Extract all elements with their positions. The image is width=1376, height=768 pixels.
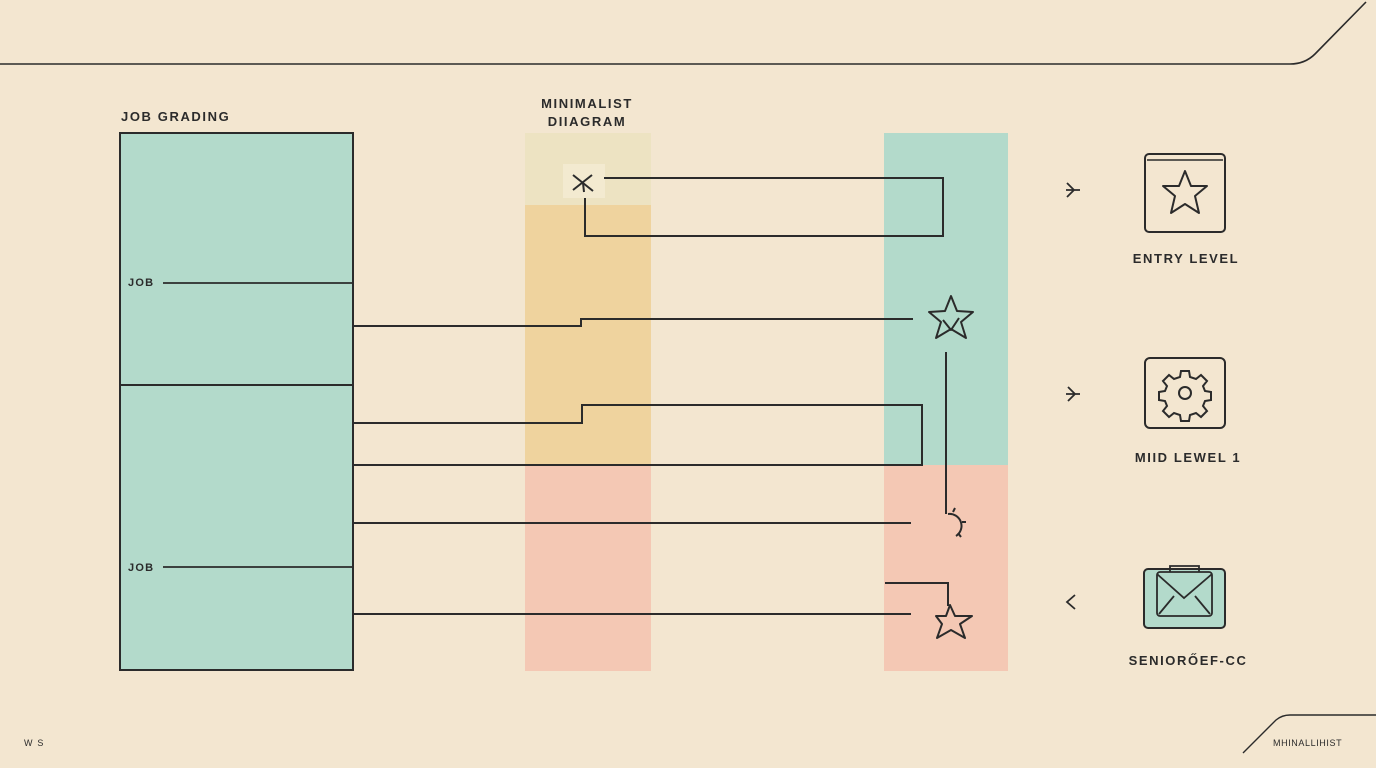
mid-level-icon-box xyxy=(1144,357,1226,429)
connectors xyxy=(353,177,949,615)
job-row-label-1: JOB xyxy=(128,277,155,289)
cross-icon xyxy=(572,174,594,193)
bottom-frame-line xyxy=(1242,714,1376,754)
middle-column-band xyxy=(525,205,651,465)
connector-top-loop xyxy=(584,177,944,237)
connector-1 xyxy=(353,318,913,327)
star-icon xyxy=(928,295,974,339)
job-row-label-2: JOB xyxy=(128,562,155,574)
senior-level-icon-box xyxy=(1143,565,1226,629)
senior-level-label: SENIORŐEF-CC xyxy=(1128,653,1248,668)
footer-right-mark: MHINALLIHIST xyxy=(1273,738,1343,748)
connector-5 xyxy=(885,582,949,606)
gear-icon xyxy=(1158,370,1212,422)
job-grading-label: JOB GRADING xyxy=(121,109,231,124)
middle-column-lower xyxy=(525,465,651,671)
entry-level-icon-box xyxy=(1144,153,1226,233)
mid-level-label: MIID LEWEL 1 xyxy=(1134,450,1242,465)
briefcase-icon xyxy=(1156,565,1213,617)
diagram-title-line1: MINIMALIST xyxy=(541,96,633,111)
star-small-icon xyxy=(935,604,973,639)
gear-fragment-icon xyxy=(947,507,966,538)
footer-left-mark: W S xyxy=(24,738,45,748)
diagram-title-line2: DIIAGRAM xyxy=(547,114,627,129)
star-icon xyxy=(1162,170,1208,214)
arrow-right-icon xyxy=(1066,182,1080,198)
arrow-right-icon-2 xyxy=(1066,386,1080,402)
arrow-left-icon xyxy=(1065,594,1076,610)
top-frame-line xyxy=(0,1,1367,65)
connector-2 xyxy=(353,404,923,466)
entry-level-label: ENTRY LEVEL xyxy=(1132,251,1240,266)
arrows xyxy=(1065,182,1080,610)
job-grading-box xyxy=(119,132,354,671)
